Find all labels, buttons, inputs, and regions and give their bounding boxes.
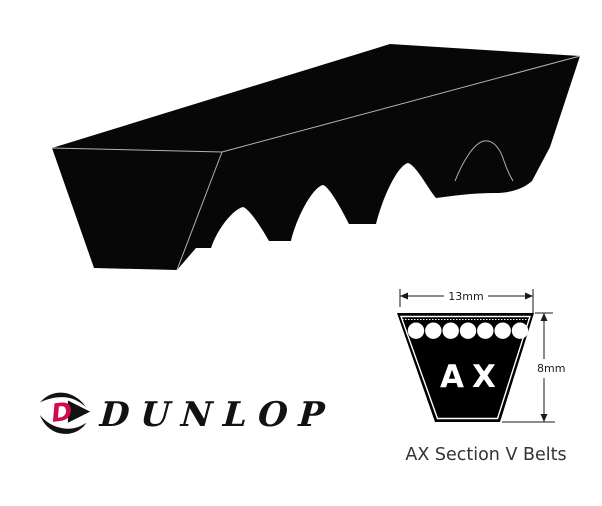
flying-d-top-blade bbox=[39, 392, 87, 408]
cord-circle bbox=[494, 322, 511, 339]
dunlop-logo: D DUNLOP bbox=[36, 388, 337, 442]
flying-d-bottom-blade bbox=[39, 415, 87, 434]
dunlop-flying-d-icon: D bbox=[39, 392, 91, 434]
height-dim-arrow-top bbox=[540, 313, 548, 321]
height-dimension-label: 8mm bbox=[537, 362, 565, 375]
width-dimension: 13mm bbox=[399, 289, 534, 313]
belt-end-tooth-line bbox=[454, 140, 514, 182]
belt-top-front-edge bbox=[51, 147, 223, 153]
belt-edge-lines bbox=[51, 55, 581, 271]
flying-d-letter: D bbox=[50, 397, 74, 428]
belt-top-side-edge bbox=[221, 55, 581, 153]
height-dim-arrow-bottom bbox=[540, 414, 548, 422]
width-dim-arrow-left bbox=[400, 292, 408, 300]
section-caption: AX Section V Belts bbox=[405, 445, 566, 465]
dunlop-wordmark: DUNLOP bbox=[98, 395, 337, 435]
cord-circle bbox=[477, 322, 494, 339]
v-belt-illustration bbox=[51, 44, 581, 271]
belt-section-diagram: 13mm AX 8mm AX Section V bbox=[397, 289, 567, 465]
belt-front-side-edge bbox=[176, 151, 223, 271]
width-dimension-label: 13mm bbox=[448, 290, 483, 303]
section-label: AX bbox=[440, 359, 504, 395]
section-trapezoid bbox=[397, 313, 534, 422]
cord-circle bbox=[442, 322, 459, 339]
section-inner-border bbox=[400, 315, 531, 420]
cord-circle bbox=[425, 322, 442, 339]
cord-circle bbox=[511, 322, 529, 339]
width-dim-arrow-right bbox=[525, 292, 533, 300]
cord-circle bbox=[407, 322, 425, 339]
tension-cords bbox=[407, 322, 529, 339]
flying-d-arrow bbox=[67, 400, 91, 423]
cord-circle bbox=[459, 322, 477, 339]
height-dimension: 8mm bbox=[502, 312, 565, 423]
belt-body bbox=[52, 44, 580, 270]
